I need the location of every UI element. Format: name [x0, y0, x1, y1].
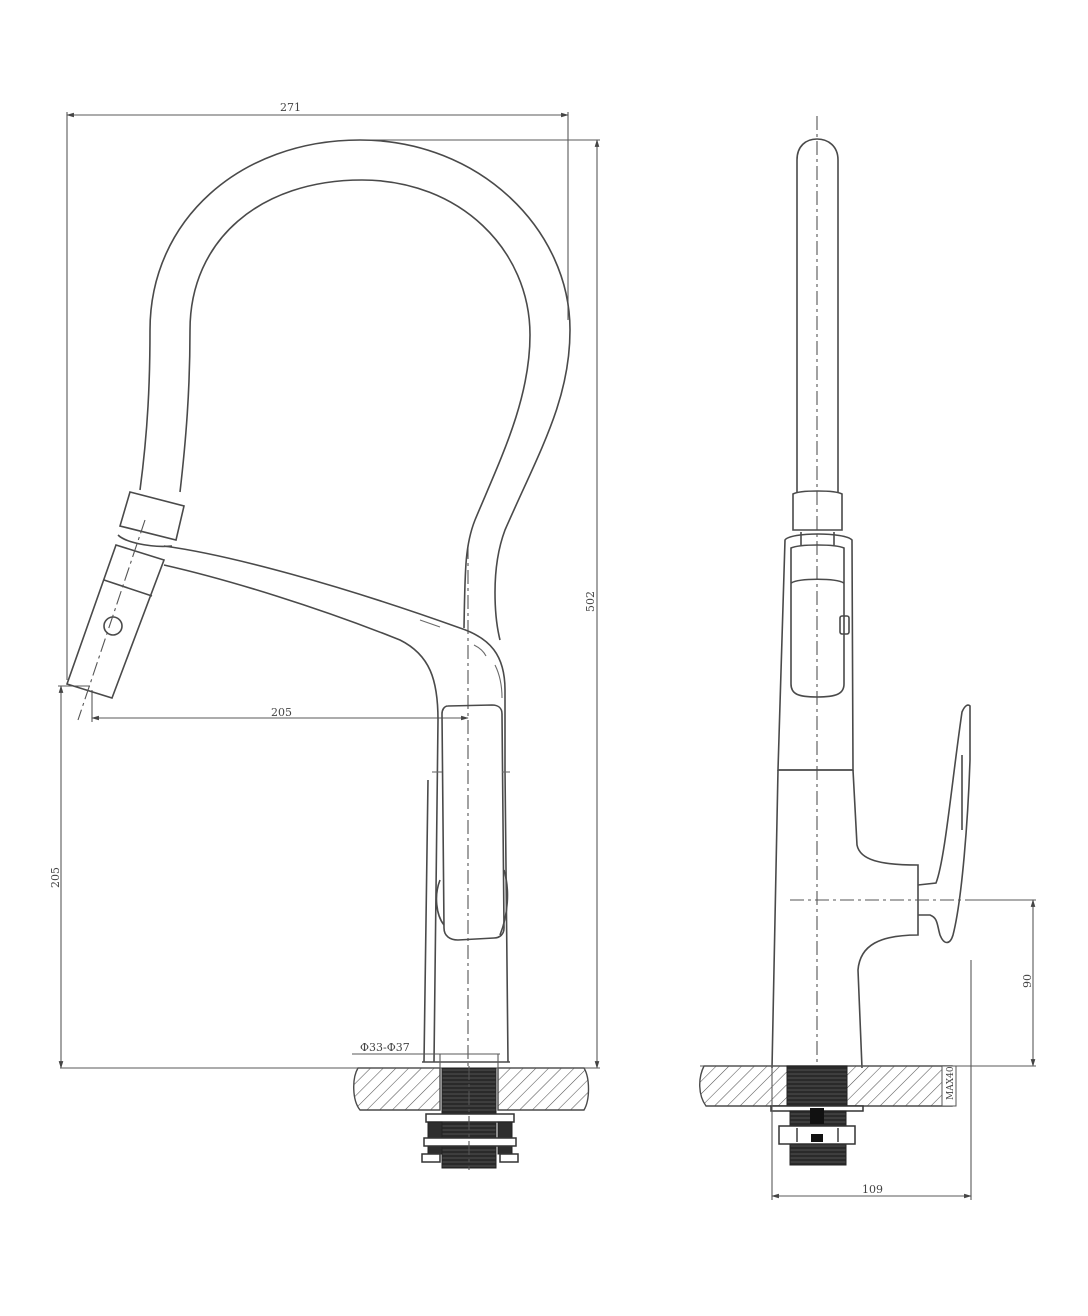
- mounting-washer: [425, 1113, 515, 1123]
- side-handle-lever: [917, 704, 971, 944]
- spray-head: [65, 544, 166, 699]
- side-view: 90 MAX40 109: [699, 116, 1036, 1200]
- dimension-spout-reach: 205: [91, 690, 469, 722]
- spray-head-collar: [118, 491, 185, 541]
- side-threaded-shank: [786, 1065, 848, 1107]
- dimension-spout-height: 205: [49, 685, 90, 1069]
- dimension-label-mounting-hole: Φ33-Φ37: [360, 1041, 410, 1054]
- dimension-base-depth: 109: [771, 960, 972, 1200]
- dimension-label-205-horizontal: 205: [271, 706, 292, 719]
- dimension-label-502: 502: [584, 591, 597, 612]
- countertop-section-left: [353, 1067, 441, 1111]
- side-collar: [792, 490, 843, 531]
- dimension-mounting-hole: Φ33-Φ37: [352, 1041, 500, 1068]
- mounting-nut: [423, 1137, 517, 1147]
- dimension-label-109: 109: [862, 1183, 883, 1196]
- countertop-section-right: [497, 1067, 590, 1111]
- gooseneck-inner: [179, 179, 531, 629]
- faucet-body: [423, 769, 509, 1063]
- spray-button-icon: [103, 616, 123, 636]
- side-spray-button: [839, 615, 850, 635]
- dimension-label-271: 271: [280, 101, 301, 114]
- dimension-overall-width: 271: [66, 101, 569, 680]
- dimension-overall-height: 502: [370, 139, 600, 1069]
- front-view: 271 502 205 205: [49, 101, 600, 1170]
- dimension-label-max40: MAX40: [946, 1066, 956, 1100]
- side-spray-head: [777, 533, 854, 771]
- dimension-handle-height: 90: [790, 899, 1036, 1067]
- handle-lever-front: [441, 704, 505, 941]
- spout-arm: [163, 545, 506, 770]
- dimension-label-205-vertical: 205: [49, 867, 62, 888]
- side-spout-tube: [796, 138, 839, 492]
- side-faucet-body: [771, 769, 919, 1069]
- dimension-label-90: 90: [1021, 974, 1034, 988]
- gooseneck-outer: [139, 139, 571, 641]
